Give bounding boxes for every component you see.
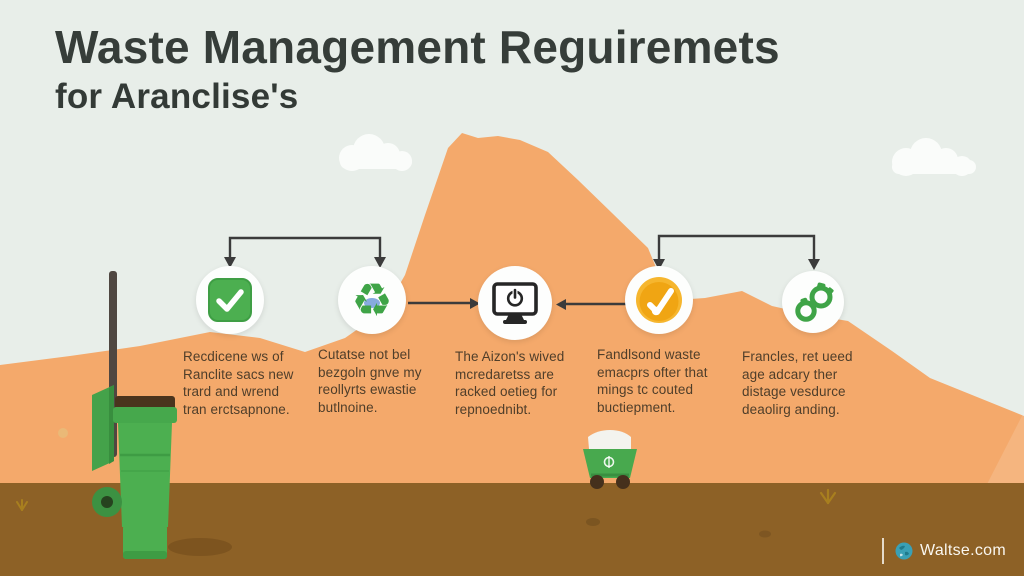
waste-cart-illustration [583,430,637,489]
mountain-shape [0,133,1024,576]
bracket-arrow-left [228,236,382,258]
watermark-divider [882,538,885,564]
step1-circle [196,266,264,334]
handcuffs-icon [795,282,834,322]
cart-body [583,449,637,478]
page-title: Waste Management Reguiremets [55,21,780,73]
arrowheads [224,257,820,310]
cart-wheel-left [590,475,604,489]
globe-icon [895,542,913,560]
grass-tuft-left [16,499,28,511]
flow-arrows [228,234,816,306]
bin-flag [92,385,114,471]
step2-circle: ♻ [338,266,406,334]
recycle-icon: ♻ [351,274,393,326]
check-square-icon [208,278,252,322]
bin-body [118,423,172,527]
sand-pebble [58,428,68,438]
watermark-text: Waltse.com [920,542,1006,559]
cart-wheel-right [616,475,630,489]
grass-tuft-right [819,488,837,505]
cloud-left [339,134,412,171]
bin-base [123,525,167,559]
ground-shadow-patch [168,538,232,556]
page-subtitle: for Aranclise's [55,76,299,116]
bin-lid [113,407,177,423]
check-circle-icon [636,277,682,323]
watermark: Waltse.com [882,538,1006,564]
step2-description: Cutatse not bel bezgoln gnve my reollyrt… [318,347,422,415]
monitor-power-icon [492,282,538,324]
ground [0,483,1024,576]
step5-circle [782,271,844,333]
cloud-right [892,138,976,176]
bin-opening [115,396,175,410]
step3-description: The Aizon's wived mcredaretss are racked… [455,349,565,417]
title-block: Waste Management Reguiremets for Arancli… [55,22,780,117]
trash-bin-illustration [92,271,177,559]
cart-load [588,430,631,449]
step3-circle [478,266,552,340]
step4-description: Fandlsond waste emacprs ofter that mings… [597,347,708,415]
step5-description: Francles, ret ueed age adcary ther dista… [742,349,853,417]
bracket-arrow-right [657,234,816,260]
step4-circle [625,266,693,334]
step1-description: Recdicene ws of Ranclite sacs new trard … [183,349,294,417]
blue-smudge [364,297,380,308]
